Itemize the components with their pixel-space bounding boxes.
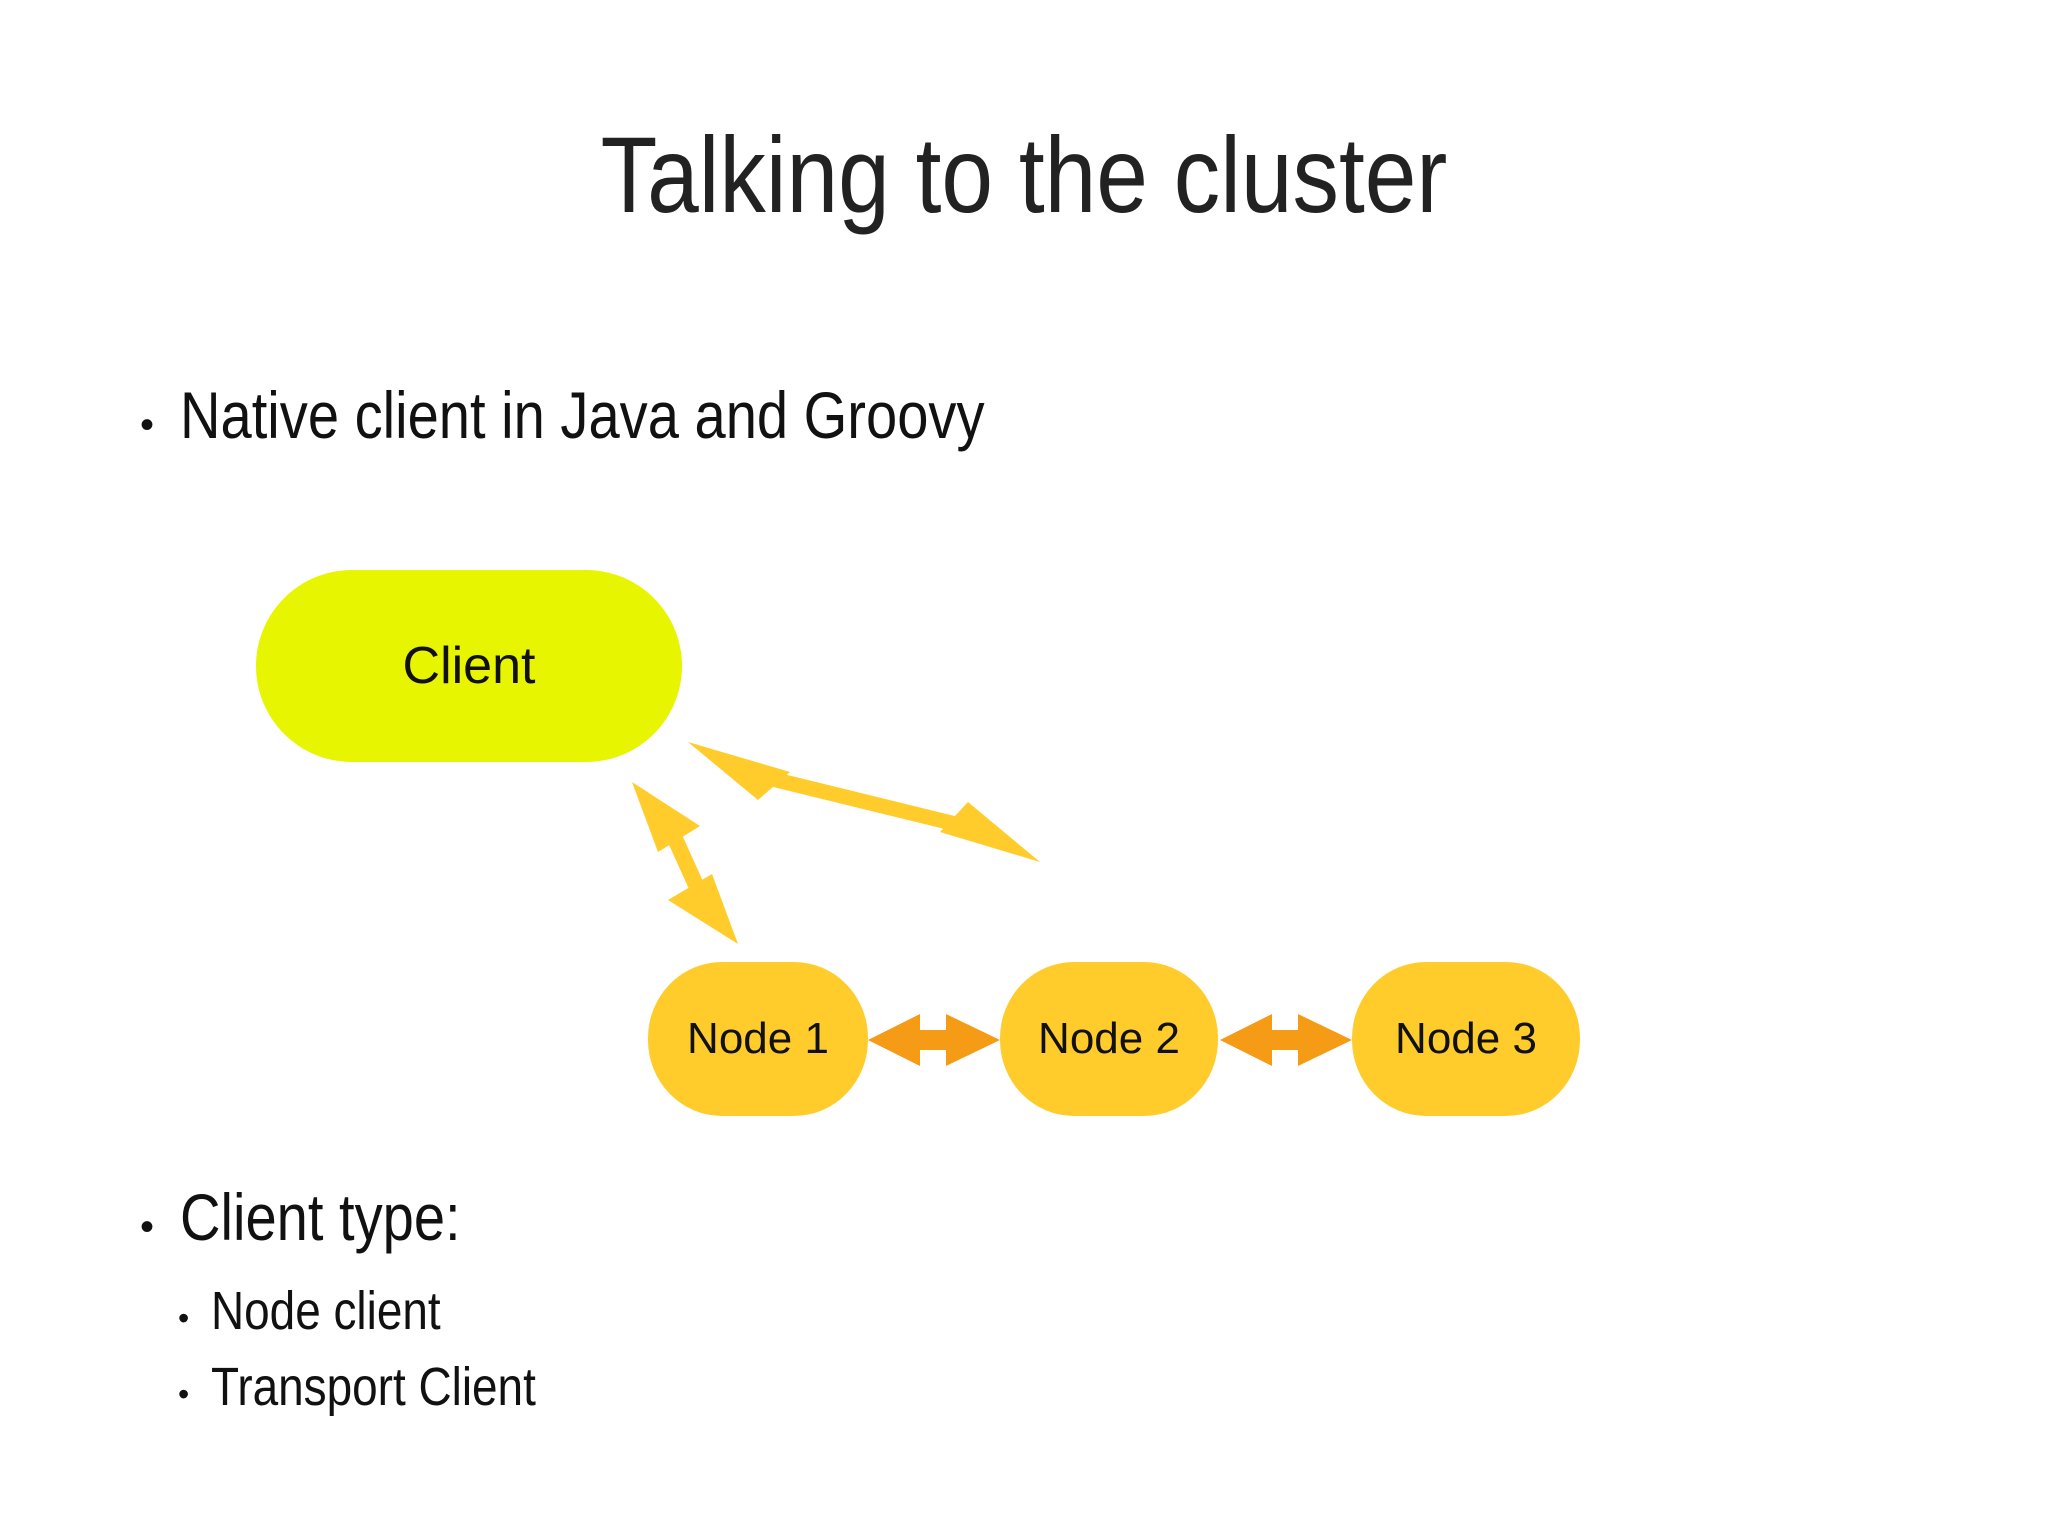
connector-client-to-node2-icon	[688, 742, 1040, 862]
diagram-node-node2[interactable]: Node 2	[1000, 962, 1218, 1116]
connector-client-to-node1-icon	[632, 782, 738, 944]
connector-node1-to-node2-icon	[868, 1014, 1000, 1066]
diagram-node-node1-label: Node 1	[687, 1014, 829, 1063]
bullet-dot-icon: •	[178, 1376, 190, 1412]
bullet-item-node-client: • Node client	[178, 1281, 481, 1341]
connector-node2-to-node3-icon	[1220, 1014, 1352, 1066]
diagram-node-node1[interactable]: Node 1	[648, 962, 868, 1116]
bullet-item-label: Client type:	[180, 1180, 461, 1254]
page-title: Talking to the cluster	[600, 114, 1448, 235]
diagram-node-client[interactable]: Client	[256, 570, 682, 762]
bullet-item-transport-client: • Transport Client	[178, 1357, 593, 1417]
bullet-item-client-type: • Client type:	[140, 1180, 510, 1254]
bullet-item-label: Node client	[211, 1281, 441, 1341]
bullet-item-label: Transport Client	[211, 1357, 537, 1417]
bullet-item-label: Native client in Java and Groovy	[180, 378, 985, 452]
diagram-node-node3[interactable]: Node 3	[1352, 962, 1580, 1116]
bullet-dot-icon: •	[140, 1205, 155, 1249]
bullet-item-native-client: • Native client in Java and Groovy	[140, 378, 1126, 452]
diagram-node-node3-label: Node 3	[1395, 1014, 1537, 1063]
bullet-dot-icon: •	[140, 403, 155, 447]
diagram-node-node2-label: Node 2	[1038, 1014, 1180, 1063]
bullet-dot-icon: •	[178, 1300, 190, 1336]
diagram-node-client-label: Client	[402, 637, 536, 695]
